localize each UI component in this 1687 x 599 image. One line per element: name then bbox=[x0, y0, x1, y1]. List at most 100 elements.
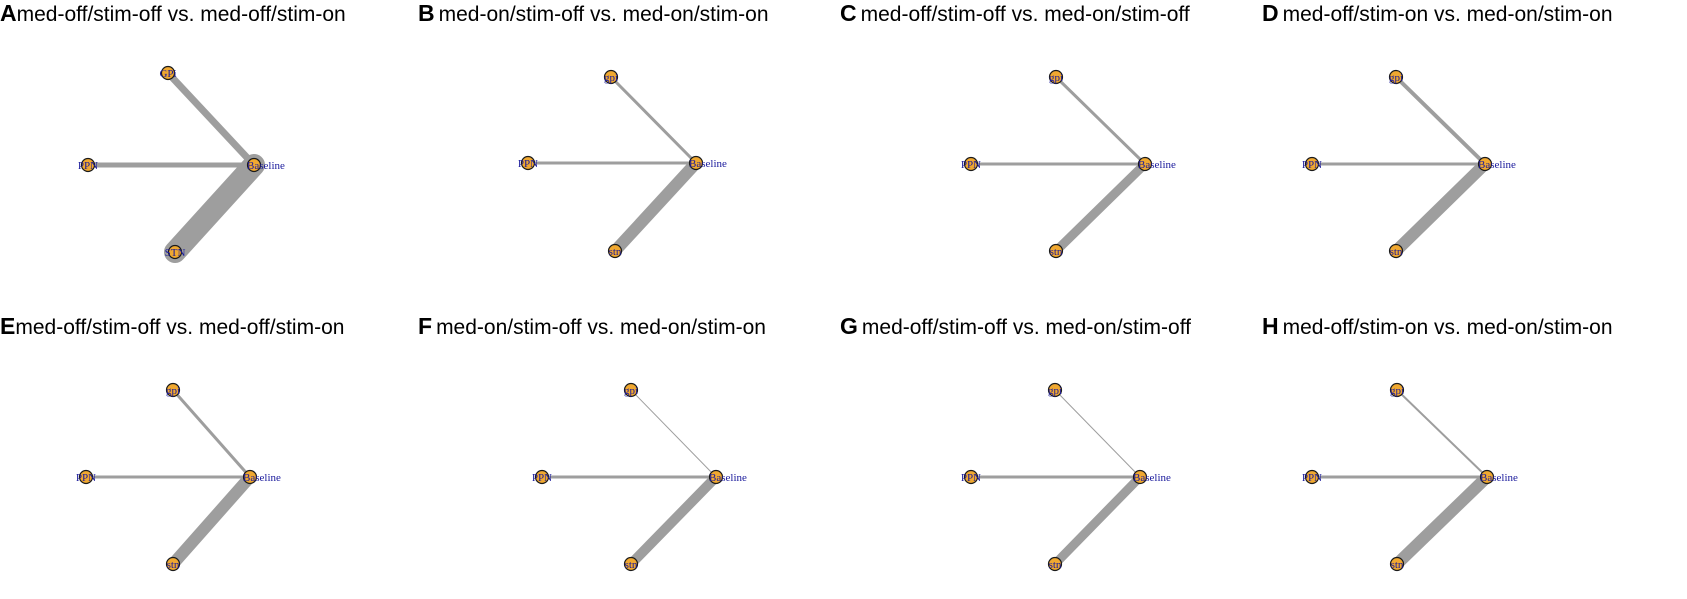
node-label-baseline: Baseline bbox=[247, 160, 285, 172]
panel-title-text: med-on/stim-off vs. med-on/stim-on bbox=[438, 3, 769, 26]
node-label-stn: stn bbox=[167, 559, 180, 571]
node-ppn bbox=[1304, 156, 1320, 172]
panel-title: Amed-off/stim-off vs. med-off/stim-on bbox=[0, 0, 346, 27]
node-label-stn: STN bbox=[165, 247, 186, 259]
node-gpi bbox=[165, 382, 181, 398]
node-label-baseline: Baseline bbox=[1478, 159, 1516, 171]
node-label-ppn: PPN bbox=[518, 158, 538, 170]
node-baseline bbox=[688, 155, 704, 171]
panel-letter: E bbox=[0, 313, 16, 339]
node-label-ppn: PPN bbox=[1302, 159, 1322, 171]
node-ppn bbox=[534, 469, 550, 485]
edge-stn-baseline bbox=[609, 157, 702, 257]
node-label-ppn: PPN bbox=[1302, 472, 1322, 484]
edge-stn-baseline bbox=[1391, 471, 1493, 570]
node-label-gpi: gpi bbox=[604, 72, 618, 84]
node-gpi bbox=[623, 382, 639, 398]
edge-gpi-baseline bbox=[609, 75, 698, 165]
edge-stn-baseline bbox=[1390, 158, 1491, 257]
node-ppn bbox=[1304, 469, 1320, 485]
node-gpi bbox=[1048, 69, 1064, 85]
panel-title-text: med-off/stim-off vs. med-on/stim-off bbox=[861, 316, 1191, 339]
network-panel-e: Emed-off/stim-off vs. med-off/stim-on gp… bbox=[0, 313, 421, 599]
node-label-gpi: GPi bbox=[159, 68, 176, 80]
panel-letter: A bbox=[0, 0, 17, 26]
node-label-stn: stn bbox=[1049, 559, 1062, 571]
panel-letter: F bbox=[418, 313, 433, 339]
node-ppn bbox=[80, 157, 96, 173]
edge-stn-baseline bbox=[626, 472, 721, 569]
panel-letter: D bbox=[1262, 0, 1279, 26]
node-label-gpi: gpi bbox=[1389, 72, 1403, 84]
panel-title-text: med-off/stim-off vs. med-off/stim-on bbox=[16, 3, 346, 26]
node-ppn bbox=[963, 469, 979, 485]
node-label-ppn: PPN bbox=[961, 159, 981, 171]
panel-title: Emed-off/stim-off vs. med-off/stim-on bbox=[0, 313, 344, 340]
node-ppn bbox=[78, 469, 94, 485]
panel-title-text: med-off/stim-on vs. med-on/stim-on bbox=[1282, 3, 1613, 26]
node-stn bbox=[165, 556, 181, 572]
edge-gpi-baseline bbox=[171, 388, 252, 479]
node-baseline bbox=[1479, 469, 1495, 485]
node-stn bbox=[623, 556, 639, 572]
node-label-gpi: gpi bbox=[166, 385, 180, 397]
node-stn bbox=[1047, 556, 1063, 572]
node-stn bbox=[1048, 243, 1064, 259]
panel-letter: C bbox=[840, 0, 857, 26]
node-baseline bbox=[1137, 156, 1153, 172]
edge-gpi-baseline bbox=[164, 69, 258, 169]
node-label-stn: stn bbox=[625, 559, 638, 571]
node-label-gpi: gpi bbox=[1049, 72, 1063, 84]
panel-title-text: med-off/stim-off vs. med-off/stim-on bbox=[15, 316, 345, 339]
edge-stn-baseline bbox=[1050, 472, 1145, 569]
node-gpi bbox=[1047, 382, 1063, 398]
edge-stn-baseline bbox=[167, 471, 256, 570]
node-label-baseline: Baseline bbox=[689, 158, 727, 170]
edge-gpi-baseline bbox=[1394, 75, 1487, 166]
node-stn bbox=[167, 244, 183, 260]
node-label-gpi: gpi bbox=[1048, 385, 1062, 397]
edge-stn-baseline bbox=[1051, 159, 1150, 256]
node-label-gpi: gpi bbox=[1390, 385, 1404, 397]
panel-letter: H bbox=[1262, 313, 1279, 339]
node-label-stn: stn bbox=[1050, 246, 1063, 258]
node-baseline bbox=[242, 469, 258, 485]
node-baseline bbox=[1132, 469, 1148, 485]
network-panel-a: Amed-off/stim-off vs. med-off/stim-on GP… bbox=[0, 0, 421, 286]
node-label-ppn: PPN bbox=[961, 472, 981, 484]
node-label-stn: stn bbox=[1390, 246, 1403, 258]
node-label-baseline: Baseline bbox=[1138, 159, 1176, 171]
node-stn bbox=[1389, 556, 1405, 572]
node-ppn bbox=[963, 156, 979, 172]
node-gpi bbox=[1389, 382, 1405, 398]
panel-title-text: med-off/stim-off vs. med-on/stim-off bbox=[860, 3, 1190, 26]
node-label-baseline: Baseline bbox=[709, 472, 747, 484]
node-baseline bbox=[708, 469, 724, 485]
node-ppn bbox=[520, 155, 536, 171]
node-label-ppn: PPN bbox=[76, 472, 96, 484]
panel-letter: B bbox=[418, 0, 435, 26]
node-label-stn: stn bbox=[609, 246, 622, 258]
edge-gpi-baseline bbox=[630, 389, 717, 478]
node-stn bbox=[1388, 243, 1404, 259]
edge-stn-baseline bbox=[164, 154, 265, 263]
panel-title-text: med-on/stim-off vs. med-on/stim-on bbox=[436, 316, 766, 339]
node-gpi bbox=[603, 69, 619, 85]
node-label-ppn: PPN bbox=[78, 160, 98, 172]
